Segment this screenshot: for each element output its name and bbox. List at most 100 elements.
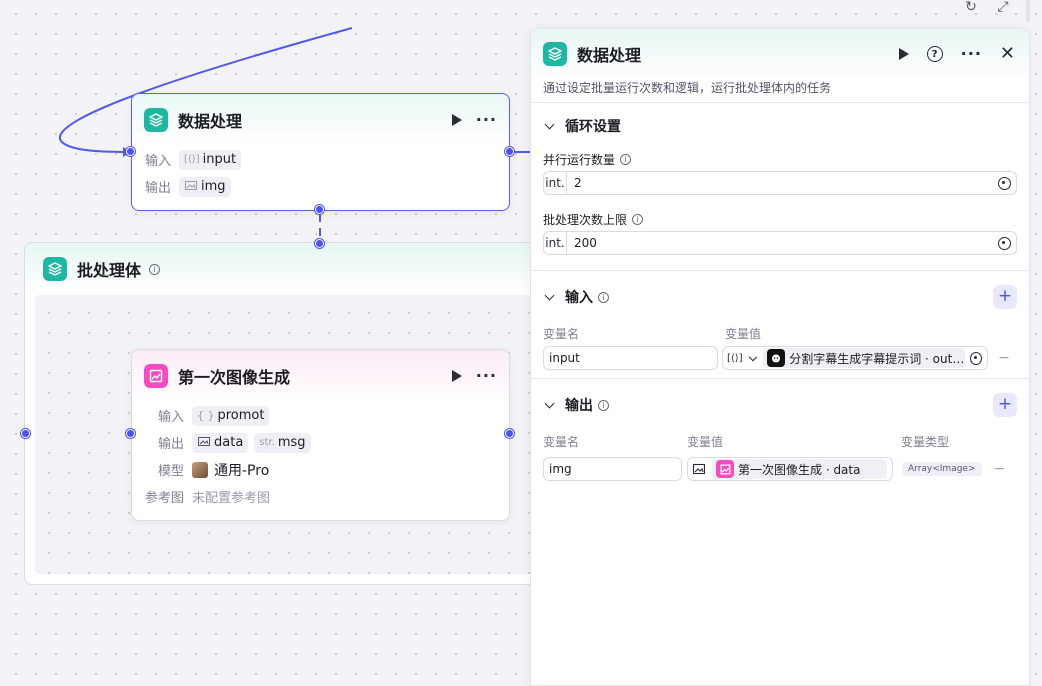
add-output-button[interactable]: +: [993, 393, 1017, 417]
panel-header: 数据处理 ? ··· ✕ 通过设定批量运行次数和逻辑，运行批处理体内的任务: [531, 29, 1029, 103]
int-type-label: int.: [544, 232, 567, 254]
limit-input[interactable]: int. 200: [543, 231, 1017, 255]
input-name: promot: [217, 408, 265, 423]
model-avatar-icon: [192, 461, 208, 478]
variable-ref-chip: 第一次图像生成 · data: [712, 459, 887, 479]
parallel-value[interactable]: 2: [574, 176, 582, 190]
remove-input-button[interactable]: −: [998, 350, 1010, 366]
parallel-input[interactable]: int. 2: [543, 171, 1017, 195]
more-icon[interactable]: ···: [475, 110, 497, 129]
refresh-icon[interactable]: ↻: [965, 0, 977, 15]
image-array-icon: [184, 180, 198, 194]
ref-value: 未配置参考图: [192, 491, 271, 506]
variable-ref-text: 分割字幕生成字幕提示词 · out…: [789, 351, 965, 366]
col-var-value: 变量值: [687, 434, 724, 449]
image-gen-node[interactable]: 第一次图像生成 ··· 输入 { } promot 输出 data str. m: [131, 349, 510, 521]
image-gen-icon: [144, 364, 168, 388]
remove-output-button[interactable]: −: [993, 461, 1006, 477]
info-icon[interactable]: i: [598, 399, 609, 411]
ref-label: 参考图: [145, 491, 185, 506]
output-chip-msg: str. msg: [254, 432, 311, 453]
chevron-down-icon[interactable]: [544, 290, 555, 300]
output-name: msg: [277, 435, 306, 450]
info-icon[interactable]: i: [149, 263, 161, 275]
variable-select-icon[interactable]: [998, 236, 1011, 250]
add-input-button[interactable]: +: [993, 285, 1017, 309]
info-icon[interactable]: i: [632, 213, 644, 225]
batch-input-port[interactable]: [21, 429, 30, 438]
node-ref-row: 参考图 未配置参考图: [145, 483, 496, 510]
batch-port-top[interactable]: [315, 239, 324, 248]
section-title: 输出: [565, 398, 593, 414]
node-title: 数据处理: [178, 112, 243, 131]
image-gen-icon: [716, 460, 734, 478]
input-var-name-field[interactable]: input: [543, 346, 718, 370]
input-port[interactable]: [126, 147, 135, 156]
output-label: 输出: [158, 437, 185, 452]
output-label: 输出: [145, 181, 172, 196]
string-type-label: str.: [259, 437, 275, 448]
run-icon[interactable]: [451, 114, 462, 126]
output-type-badge: Array<Image>: [902, 462, 982, 476]
info-icon[interactable]: i: [620, 153, 632, 165]
limit-value[interactable]: 200: [574, 236, 597, 250]
expand-icon[interactable]: ⤢: [997, 0, 1009, 15]
input-chip: [⟨⟩] input: [179, 149, 242, 170]
output-port[interactable]: [505, 147, 514, 156]
run-icon[interactable]: [451, 370, 462, 382]
batch-process-node[interactable]: 数据处理 ··· 输入 [⟨⟩] input 输出 img: [131, 93, 510, 211]
array-type-icon: [⟨⟩]: [727, 352, 743, 364]
output-chip: img: [179, 176, 231, 197]
output-name: data: [214, 435, 244, 450]
input-chip: { } promot: [192, 405, 270, 426]
output-column-headers: 变量名 变量值 变量类型: [543, 431, 1017, 451]
batch-port-bottom[interactable]: [315, 205, 324, 214]
limit-label-row: 批处理次数上限 i: [543, 209, 1017, 229]
run-icon[interactable]: [898, 48, 909, 60]
node-input-row: 输入 [⟨⟩] input: [145, 146, 496, 173]
layers-icon: [144, 108, 168, 132]
input-section-header[interactable]: 输入 i +: [543, 271, 1017, 323]
more-icon[interactable]: ···: [960, 44, 982, 63]
input-section: 输入 i + 变量名 变量值 input [⟨⟩] 分割字幕生成字幕提示词 · …: [531, 271, 1029, 379]
panel-description: 通过设定批量运行次数和逻辑，运行批处理体内的任务: [543, 81, 832, 95]
variable-select-icon[interactable]: [969, 351, 982, 365]
chevron-down-icon[interactable]: [748, 352, 757, 361]
info-icon[interactable]: i: [598, 291, 609, 303]
input-var-value-field[interactable]: [⟨⟩] 分割字幕生成字幕提示词 · out…: [722, 346, 988, 370]
variable-select-icon[interactable]: [998, 176, 1011, 190]
node-output-row: 输出 data str. msg: [145, 429, 496, 456]
output-port[interactable]: [505, 429, 514, 438]
int-type-label: int.: [544, 172, 567, 194]
col-var-type: 变量类型: [901, 434, 950, 449]
input-label: 输入: [158, 410, 185, 425]
output-var-name-field[interactable]: img: [543, 457, 682, 481]
loop-settings-header[interactable]: 循环设置: [543, 103, 1017, 149]
parallel-label-row: 并行运行数量 i: [543, 149, 1017, 169]
layers-icon: [543, 42, 567, 66]
node-output-row: 输出 img: [145, 173, 496, 200]
bot-icon: [767, 349, 786, 367]
input-port[interactable]: [126, 429, 135, 438]
input-column-headers: 变量名 变量值: [543, 323, 1017, 343]
image-type-icon: [197, 436, 211, 450]
panel-title: 数据处理: [577, 46, 642, 65]
chevron-down-icon[interactable]: [544, 398, 555, 408]
input-name: input: [202, 152, 237, 167]
input-row: input [⟨⟩] 分割字幕生成字幕提示词 · out… −: [543, 346, 1017, 370]
loop-settings-section: 循环设置 并行运行数量 i int. 2 批处理次数上限 i int. 200: [531, 103, 1029, 271]
more-icon[interactable]: ···: [475, 366, 497, 385]
node-header: 第一次图像生成 ···: [132, 350, 509, 402]
image-type-icon: [692, 463, 706, 475]
output-section-header[interactable]: 输出 i +: [543, 379, 1017, 431]
node-title: 第一次图像生成: [178, 368, 291, 387]
layers-icon: [43, 257, 67, 281]
output-var-value-field[interactable]: 第一次图像生成 · data: [687, 457, 893, 481]
scrollbar[interactable]: [1026, 0, 1030, 22]
limit-label: 批处理次数上限: [543, 212, 628, 227]
section-title: 输入: [565, 290, 593, 306]
chevron-down-icon[interactable]: [544, 119, 555, 129]
close-icon[interactable]: ✕: [999, 43, 1015, 64]
help-icon[interactable]: ?: [926, 46, 943, 62]
model-value: 通用-Pro: [214, 462, 270, 479]
